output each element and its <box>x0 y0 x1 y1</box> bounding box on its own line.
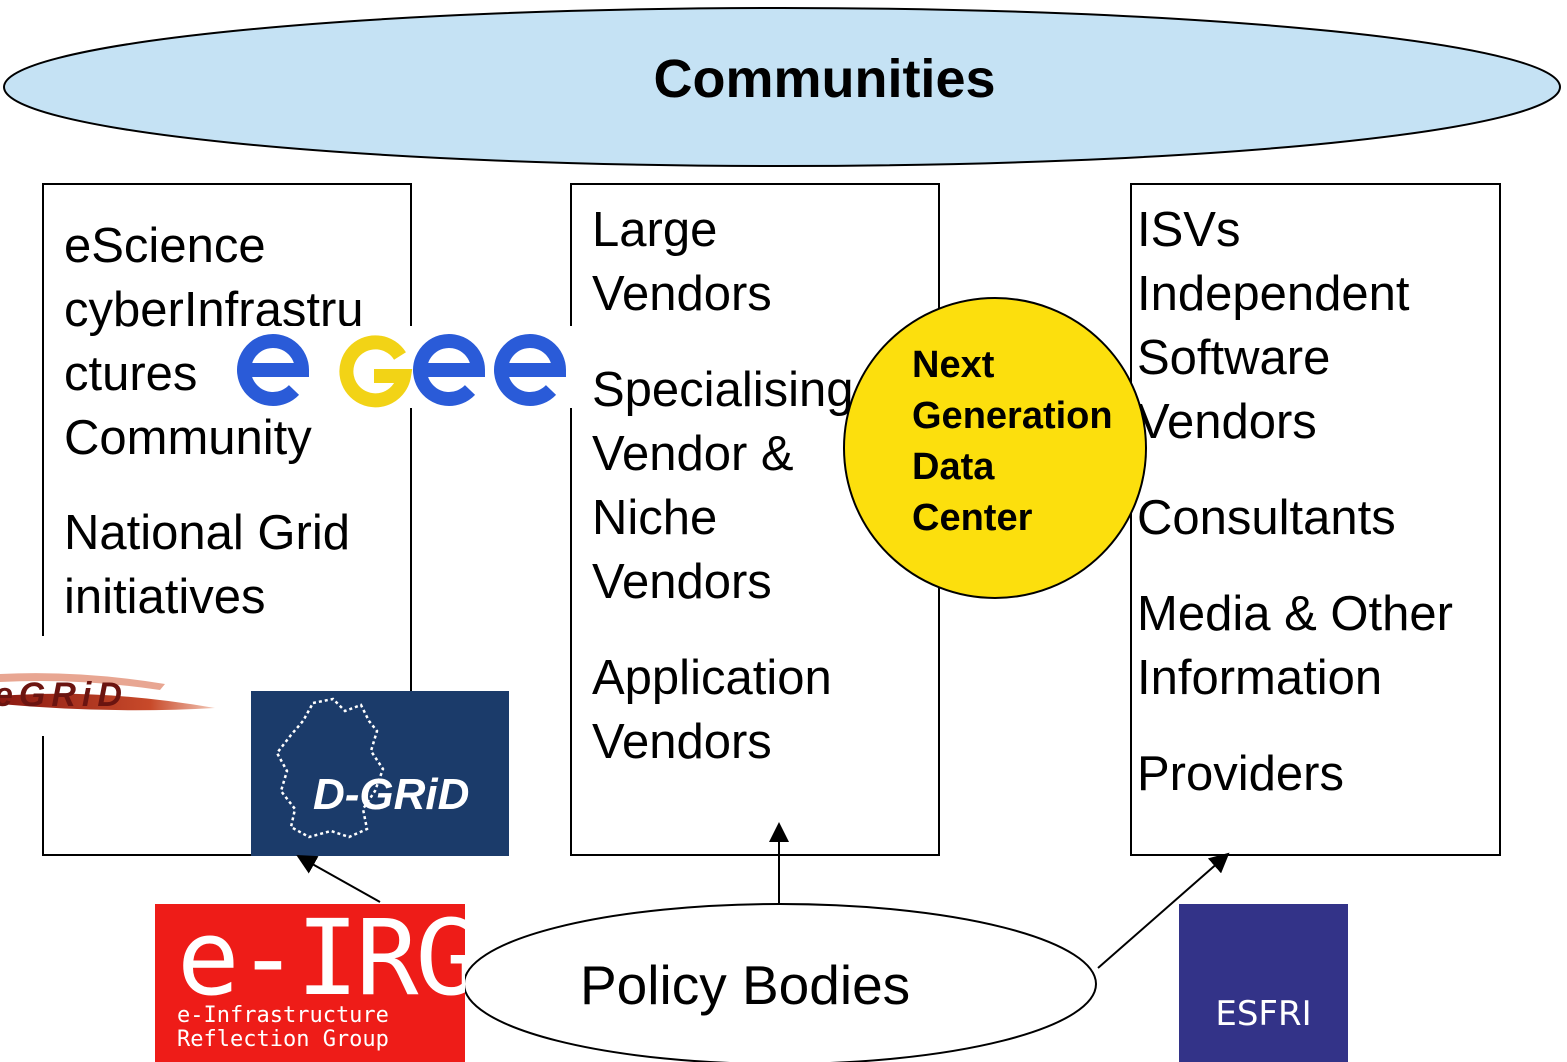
right-line-6: Information <box>1137 651 1383 705</box>
middle-line-7: Vendors <box>592 715 772 769</box>
ngdc-circle <box>843 297 1147 599</box>
egee-logo: egee <box>228 326 573 408</box>
right-line-2: Software <box>1137 331 1331 385</box>
eirg-logo-sub2: Reflection Group <box>177 1027 389 1052</box>
middle-line-4: Niche <box>592 491 718 545</box>
right-line-4: Consultants <box>1137 491 1396 545</box>
left-line-4: National Grid <box>64 506 350 560</box>
left-line-5: initiatives <box>64 570 266 624</box>
dgrid-logo-text: D-GRiD <box>313 770 469 819</box>
germany-map-icon: D-GRiD <box>275 697 469 839</box>
middle-line-2: Specialising <box>592 363 854 417</box>
ngdc-line-0: Next <box>912 344 995 386</box>
communities-label: Communities <box>653 49 996 109</box>
ngdc-line-1: Generation <box>912 395 1113 437</box>
left-line-0: eScience <box>64 219 266 273</box>
ngdc-label: Next Generation Data Center <box>912 340 1113 544</box>
dgrid-logo: D-GRiD <box>251 691 509 856</box>
right-line-1: Independent <box>1137 267 1410 321</box>
eirg-logo-title: e-IRG <box>177 904 465 1019</box>
egee-logo-graphic: egee <box>228 326 567 408</box>
policy-label: Policy Bodies <box>580 954 911 1016</box>
right-line-7: Providers <box>1137 747 1344 801</box>
eirg-logo-sub1: e-Infrastructure <box>177 1003 389 1028</box>
esfri-logo: ESFRI <box>1179 904 1348 1062</box>
left-line-3: Community <box>64 411 312 465</box>
middle-line-1: Vendors <box>592 267 772 321</box>
middle-line-6: Application <box>592 651 832 705</box>
egee-logo-text: egee <box>228 326 231 327</box>
eirg-logo: e-IRG e-Infrastructure Reflection Group <box>155 904 465 1062</box>
esfri-logo-text: ESFRI <box>1215 994 1312 1034</box>
right-box: ISVs Independent Software Vendors Consul… <box>1130 183 1501 856</box>
middle-line-3: Vendor & <box>592 427 794 481</box>
egrid-logo-text: eGRiD <box>0 676 128 714</box>
left-box: eScience cyberInfrastru ctures Community… <box>42 183 412 856</box>
middle-box: Large Vendors Specialising Vendor & Nich… <box>570 183 940 856</box>
ngdc-line-3: Center <box>912 497 1033 539</box>
ngdc-line-2: Data <box>912 446 995 488</box>
middle-line-0: Large <box>592 203 718 257</box>
middle-line-5: Vendors <box>592 555 772 609</box>
communities-ellipse <box>3 7 1561 167</box>
arrow-to-left-box <box>296 855 381 903</box>
right-line-0: ISVs <box>1137 203 1241 257</box>
egrid-logo: eGRiD <box>0 636 220 736</box>
right-line-5: Media & Other <box>1137 587 1453 641</box>
egrid-logo-graphic: eGRiD <box>0 673 215 714</box>
left-line-2: ctures <box>64 347 198 401</box>
right-line-3: Vendors <box>1137 395 1317 449</box>
